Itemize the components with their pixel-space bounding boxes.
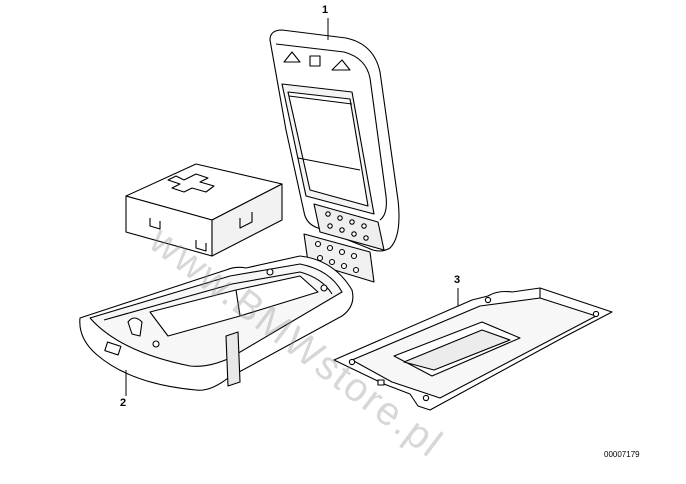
leader-lines bbox=[125, 18, 459, 396]
part-label-1: 1 bbox=[322, 4, 329, 16]
part-label-3: 3 bbox=[454, 274, 461, 286]
mounting-plate bbox=[333, 287, 613, 411]
armrest-lid bbox=[269, 29, 400, 252]
part-label-2: 2 bbox=[120, 397, 127, 409]
hinge-bracket bbox=[303, 233, 375, 283]
console-tray bbox=[79, 255, 354, 391]
document-number: 00007179 bbox=[604, 450, 640, 459]
first-aid-kit bbox=[125, 163, 283, 257]
